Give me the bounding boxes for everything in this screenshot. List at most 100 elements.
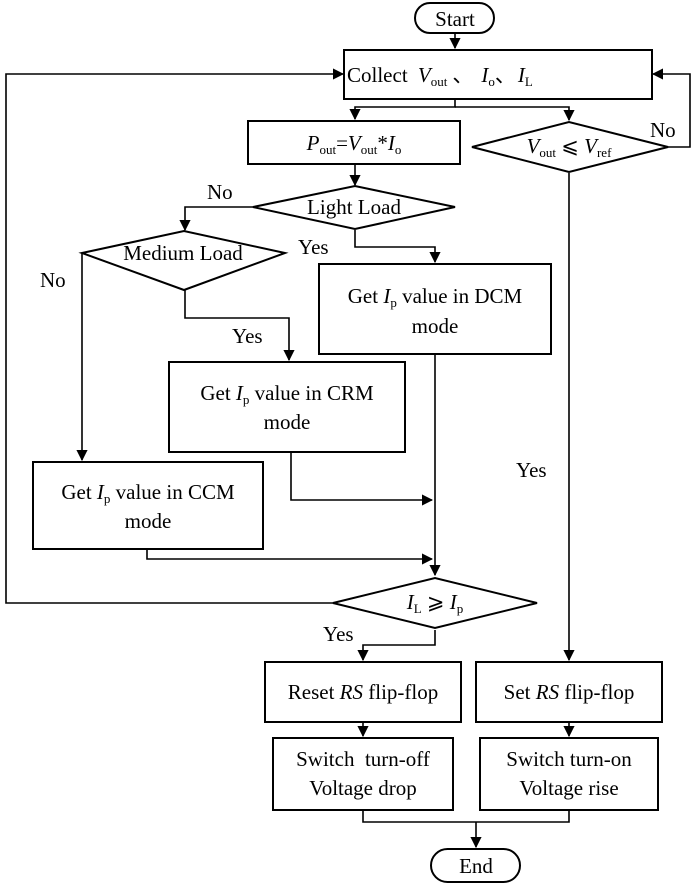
pout-i-sub: o	[395, 142, 402, 157]
start-shape	[414, 2, 495, 34]
dcm-box	[318, 263, 552, 355]
il-ip: I	[449, 590, 458, 614]
vout-text: Vout ⩽ Vref	[527, 134, 612, 160]
label-yes-medium: Yes	[232, 324, 263, 348]
dcm-line1: Get Ip value in DCM	[348, 284, 523, 310]
il-decision: IL ⩾ Ip	[332, 576, 538, 630]
collect-il-sub: L	[525, 74, 533, 89]
vout-vref-sub: ref	[597, 145, 612, 160]
crm-box	[168, 361, 406, 453]
vout-v: V	[527, 134, 542, 158]
switch-on-line2: Voltage rise	[519, 776, 618, 800]
pout-v-sub: out	[361, 142, 378, 157]
label-no-medium: No	[40, 268, 66, 292]
edge-vout-no-loop	[651, 68, 691, 148]
switch-on-node: Switch turn-on Voltage rise	[479, 737, 659, 811]
pout-times: *	[377, 131, 388, 155]
pout-p-sub: out	[319, 142, 336, 157]
edge-medium-yes	[184, 290, 295, 362]
switch-off-line1: Switch turn-off	[296, 747, 430, 771]
reset-rs: RS	[339, 680, 364, 704]
reset-node: Reset RS flip-flop	[264, 661, 462, 723]
pout-p: P	[306, 131, 320, 155]
ccm-post: value in CCM	[110, 480, 235, 504]
edge-crm-merge	[290, 452, 434, 506]
connectors	[5, 33, 691, 849]
label-yes-light: Yes	[298, 235, 329, 259]
crm-i: I	[235, 381, 244, 405]
collect-sep: 、	[452, 63, 473, 87]
medium-load-label: Medium Load	[123, 241, 243, 265]
medium-load-diamond	[78, 229, 289, 292]
label-yes-il: Yes	[323, 622, 354, 646]
end-shape	[430, 848, 521, 883]
reset-text: Reset RS flip-flop	[288, 680, 438, 704]
end-node: End	[430, 848, 521, 883]
light-load-label: Light Load	[307, 195, 401, 219]
collect-io-sub: o	[488, 74, 495, 89]
set-box	[475, 661, 663, 723]
edge-light-yes	[354, 230, 441, 264]
label-yes-vout: Yes	[516, 458, 547, 482]
edge-collect-vout	[455, 106, 575, 122]
reset-post: flip-flop	[363, 680, 438, 704]
end-label: End	[459, 854, 493, 878]
collect-io: I	[480, 63, 489, 87]
set-rs: RS	[535, 680, 560, 704]
vout-diamond	[471, 120, 669, 174]
vout-v-sub: out	[539, 145, 556, 160]
dcm-i: I	[382, 284, 391, 308]
crm-line2: mode	[264, 410, 311, 434]
switch-off-line2: Voltage drop	[309, 776, 417, 800]
start-node: Start	[414, 2, 495, 34]
pout-box	[247, 120, 461, 165]
pout-text: Pout=Vout*Io	[306, 131, 402, 157]
il-diamond	[332, 576, 538, 630]
edge-ccm-merge	[146, 549, 434, 565]
ccm-box	[32, 461, 264, 550]
edge-il-yes	[357, 630, 436, 662]
il-il-sub: L	[414, 601, 422, 616]
il-op: ⩾	[422, 590, 450, 614]
set-text: Set RS flip-flop	[504, 680, 635, 704]
switch-off-node: Switch turn-off Voltage drop	[272, 737, 454, 811]
reset-pre: Reset	[288, 680, 340, 704]
crm-node: Get Ip value in CRM mode	[168, 361, 406, 453]
collect-v: V	[418, 63, 433, 87]
dcm-pre: Get	[348, 284, 384, 308]
vout-vref: V	[584, 134, 599, 158]
pout-node: Pout=Vout*Io	[247, 120, 461, 165]
collect-label: Collect	[347, 63, 408, 87]
switch-off-box	[272, 737, 454, 811]
dcm-i-sub: p	[390, 295, 397, 310]
collect-comma: 、	[495, 63, 516, 87]
start-label: Start	[435, 7, 475, 31]
ccm-i: I	[96, 480, 105, 504]
pout-eq: =	[336, 131, 348, 155]
il-il: I	[406, 590, 415, 614]
reset-box	[264, 661, 462, 723]
collect-node: Collect Vout、Io、IL	[343, 49, 653, 100]
crm-post: value in CRM	[249, 381, 374, 405]
set-node: Set RS flip-flop	[475, 661, 663, 723]
label-no-vout: No	[650, 118, 676, 142]
vout-op: ⩽	[556, 134, 584, 158]
crm-i-sub: p	[243, 392, 250, 407]
label-no-light: No	[207, 180, 233, 204]
switch-on-box	[479, 737, 659, 811]
dcm-line2: mode	[412, 314, 459, 338]
collect-box	[343, 49, 653, 100]
ccm-line1: Get Ip value in CCM	[61, 480, 235, 506]
crm-line1: Get Ip value in CRM	[200, 381, 374, 407]
il-text: IL ⩾ Ip	[406, 590, 464, 616]
edge-il-loop	[5, 68, 345, 604]
light-load-decision: Light Load	[252, 184, 456, 231]
medium-load-decision: Medium Load	[78, 229, 289, 292]
ccm-line2: mode	[125, 509, 172, 533]
dcm-post: value in DCM	[397, 284, 523, 308]
crm-pre: Get	[200, 381, 236, 405]
edge-switchoff-end	[362, 810, 570, 823]
switch-on-line1: Switch turn-on	[506, 747, 632, 771]
pout-i: I	[387, 131, 396, 155]
